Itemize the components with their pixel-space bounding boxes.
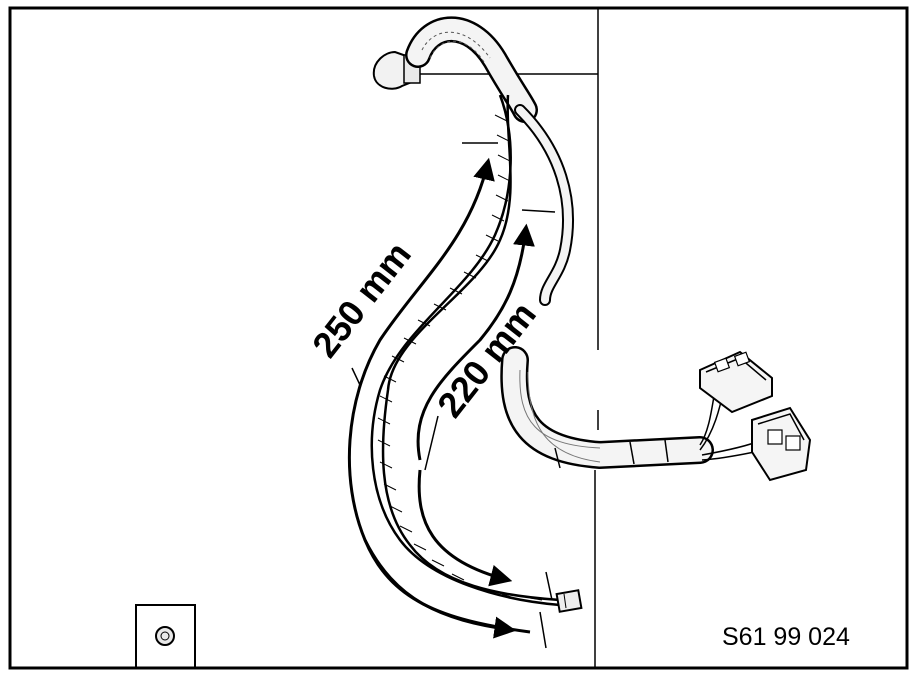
parallel-wire	[514, 104, 574, 306]
reference-code: S61 99 024	[722, 623, 850, 651]
end-connector	[555, 589, 583, 613]
harness-sheath-top	[405, 16, 538, 123]
twisted-pair-wire	[370, 94, 561, 607]
measurement-marks	[462, 142, 556, 649]
dimension-arrow-220	[416, 223, 535, 587]
dimension-arrow-250	[347, 157, 531, 639]
mounting-bracket	[135, 604, 196, 668]
diagram-border	[8, 6, 909, 670]
connector-plug-upper	[699, 350, 773, 414]
connector-cable	[500, 346, 714, 470]
twisted-pair-crossings	[377, 114, 543, 601]
bolt-icon	[155, 626, 175, 646]
label-leaders	[351, 367, 439, 471]
connector-plug-lower	[751, 406, 812, 482]
